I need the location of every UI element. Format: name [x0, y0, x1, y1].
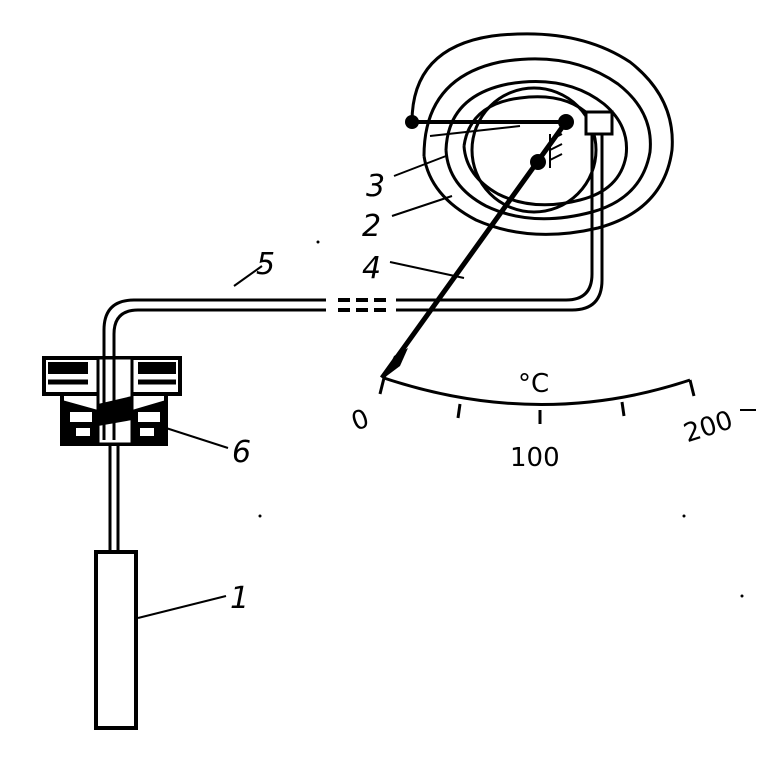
label-link: 3: [366, 169, 385, 204]
link-rod-thin: [429, 125, 521, 137]
capillary-tube-inner: [112, 308, 326, 440]
label-capillary: 5: [256, 247, 275, 282]
scale-unit: °C: [518, 369, 549, 399]
pointer-pivot: [530, 154, 546, 170]
label-fitting: 6: [232, 435, 251, 470]
gland-fitting: [42, 356, 182, 446]
leader-lines: [137, 155, 465, 619]
scale-ticks: [378, 377, 696, 424]
label-bulb: 1: [230, 581, 249, 616]
thermal-bulb: [94, 550, 138, 730]
pointer-tip: [384, 348, 408, 378]
scan-speckles: [258, 240, 744, 598]
scale-min: 0: [347, 404, 373, 438]
capillary-tube-inner-2: [396, 130, 604, 312]
scale-arc: [383, 376, 691, 406]
spring-anchor-box: [584, 110, 614, 136]
spiral-spring: [410, 32, 674, 236]
scale-max: 200: [680, 405, 736, 449]
scale-mid: 100: [510, 443, 560, 473]
capillary-break: [338, 298, 386, 312]
label-spring: 2: [362, 209, 381, 244]
capillary-tube-outer-2: [396, 130, 594, 302]
capillary-tube-outer: [102, 298, 326, 440]
label-pointer: 4: [362, 251, 381, 286]
